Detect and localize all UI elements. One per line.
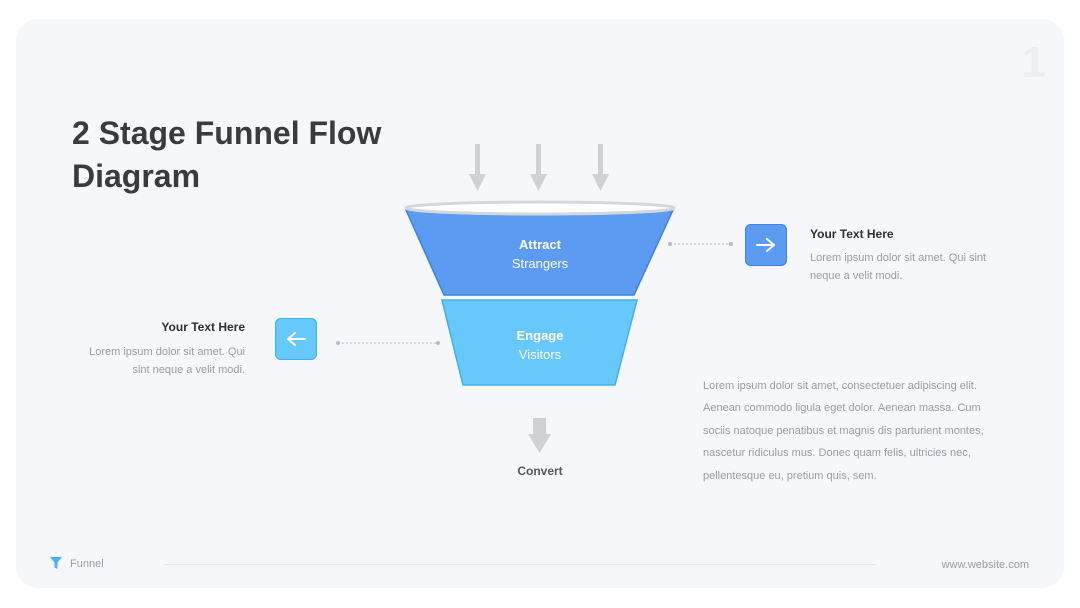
convert-label: Convert xyxy=(517,464,563,478)
connector-left xyxy=(336,341,440,345)
input-arrow-2 xyxy=(530,144,547,191)
input-arrow-3 xyxy=(592,144,609,191)
stage-label-engage: Engage Visitors xyxy=(440,328,640,362)
stage-subtitle-engage: Visitors xyxy=(518,347,562,362)
stage-label-attract: Attract Strangers xyxy=(440,237,640,271)
footer-brand: Funnel xyxy=(50,557,104,570)
connector-right xyxy=(668,242,733,246)
page-number: 1 xyxy=(1021,38,1046,87)
footer-url[interactable]: www.website.com xyxy=(941,559,1029,571)
input-arrow-1 xyxy=(469,144,486,191)
arrow-left-icon[interactable] xyxy=(275,318,317,360)
callout-right-text: Lorem ipsum dolor sit amet. Qui sint neq… xyxy=(810,252,987,282)
stage-subtitle-attract: Strangers xyxy=(511,256,569,271)
body-paragraph: Lorem ipsum dolor sit amet, consectetuer… xyxy=(703,380,984,482)
footer-divider xyxy=(164,564,876,565)
callout-left-text: Lorem ipsum dolor sit amet. Qui sint neq… xyxy=(89,346,245,376)
footer-brand-label: Funnel xyxy=(70,557,104,570)
arrow-right-icon[interactable] xyxy=(745,224,787,266)
funnel-rim xyxy=(404,200,676,216)
output-arrow xyxy=(528,418,551,453)
funnel-icon xyxy=(50,557,62,569)
stage-title-attract: Attract xyxy=(519,237,561,252)
callout-left-title: Your Text Here xyxy=(161,320,245,334)
input-arrows xyxy=(469,144,609,191)
slide-title: 2 Stage Funnel Flow Diagram xyxy=(72,115,382,194)
callout-right-title: Your Text Here xyxy=(810,227,894,241)
stage-title-engage: Engage xyxy=(516,328,564,343)
funnel-stage-engage xyxy=(441,299,638,386)
